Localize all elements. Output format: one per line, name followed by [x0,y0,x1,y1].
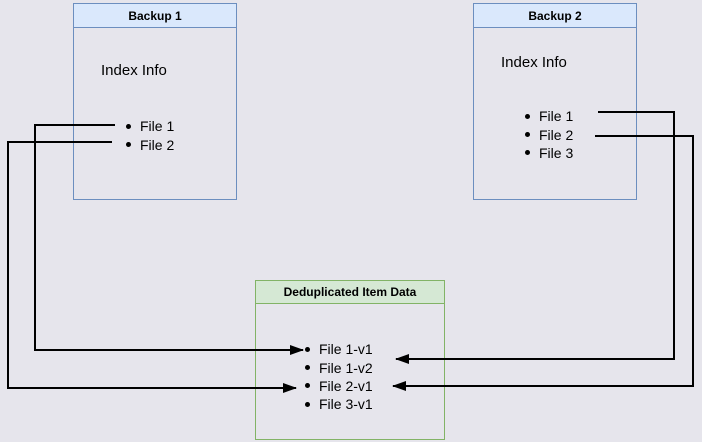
backup2-file1-label: File 1 [539,108,574,125]
backup1-file-list: File 1 File 2 [126,117,174,154]
bullet-icon [305,383,310,389]
backup1-title: Backup 1 [74,4,236,28]
backup2-file3-label: File 3 [539,144,574,161]
list-item: File 1-v2 [305,358,373,376]
backup1-box: Backup 1 Index Info File 1 File 2 [73,3,237,200]
dedup-file-list: File 1-v1 File 1-v2 File 2-v1 File 3-v1 [305,340,373,414]
backup2-file2-label: File 2 [539,126,574,143]
backup2-title: Backup 2 [474,4,636,28]
list-item: File 2-v1 [305,377,373,395]
dedup-file3v1-label: File 3-v1 [319,396,373,413]
list-item: File 3-v1 [305,395,373,413]
dedup-file1v1-label: File 1-v1 [319,341,373,358]
bullet-icon [305,346,310,352]
dedup-file1v2-label: File 1-v2 [319,359,373,376]
list-item: File 1-v1 [305,340,373,358]
backup1-index-info-label: Index Info [101,62,167,79]
dedup-file2v1-label: File 2-v1 [319,377,373,394]
bullet-icon [525,113,530,119]
backup2-box: Backup 2 Index Info File 1 File 2 File 3 [473,3,637,200]
backup1-file1-label: File 1 [140,118,175,135]
backup2-file-list: File 1 File 2 File 3 [525,107,573,162]
bullet-icon [126,123,131,129]
list-item: File 2 [126,135,174,153]
bullet-icon [126,142,131,148]
list-item: File 1 [525,107,573,125]
bullet-icon [305,401,310,407]
bullet-icon [305,365,310,371]
backup2-index-info-label: Index Info [501,54,567,71]
bullet-icon [525,150,530,156]
bullet-icon [525,132,530,138]
backup1-file2-label: File 2 [140,136,175,153]
list-item: File 2 [525,125,573,143]
list-item: File 1 [126,117,174,135]
dedup-box: Deduplicated Item Data File 1-v1 File 1-… [255,280,445,440]
dedup-title: Deduplicated Item Data [256,281,444,304]
list-item: File 3 [525,144,573,162]
